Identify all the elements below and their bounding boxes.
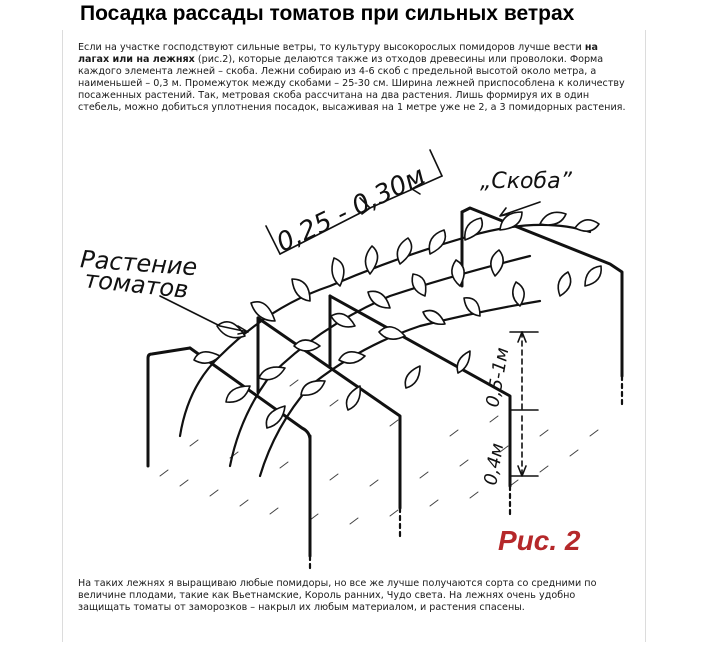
bracket-back [460, 206, 624, 378]
outro-paragraph: На таких лежнях я выращиваю любые помидо… [78, 578, 597, 613]
page-title: Посадка рассады томатов при сильных ветр… [80, 2, 575, 25]
bracket-pointer [499, 201, 541, 217]
content-frame [62, 30, 646, 642]
spacing-dimension [265, 149, 443, 255]
intro-text-start: Если на участке господствуют сильные вет… [78, 42, 585, 53]
illustration-figure: 0,25 - 0,30м „Скоба” Растение томатов 0,… [70, 136, 640, 572]
height-dimension [509, 331, 539, 477]
plant-pointer [159, 295, 249, 335]
bracket-label: „Скоба” [480, 169, 573, 194]
intro-text-end: (рис.2), которые делаются также из отход… [78, 54, 626, 113]
tomato-leaves [193, 211, 602, 429]
ground-hatching [159, 379, 599, 525]
bracket-underground-dashes [308, 374, 624, 570]
bracket-front [146, 346, 312, 558]
intro-bold-phrase: на лагах или на лежнях [78, 42, 599, 65]
bracket-diagram: 0,25 - 0,30м „Скоба” Растение томатов 0,… [79, 149, 624, 570]
short-height-label: 0,4м [480, 442, 508, 487]
figure-caption: Рис. 2 [498, 525, 581, 556]
tomato-stems [178, 223, 592, 478]
intro-paragraph: Если на участке господствуют сильные вет… [78, 42, 630, 114]
